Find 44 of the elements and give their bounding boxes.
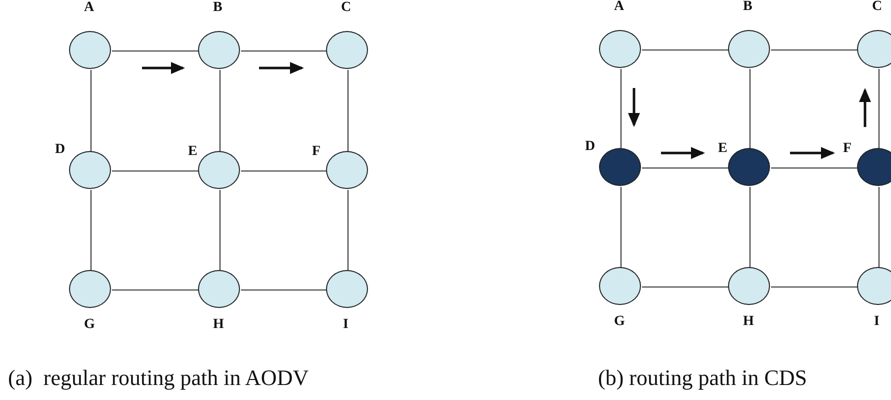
node-label: C — [872, 0, 882, 14]
node-label: H — [213, 318, 224, 332]
node-label: I — [874, 315, 880, 329]
node-label: G — [614, 315, 625, 329]
link-line — [620, 187, 622, 268]
link-line — [642, 286, 729, 288]
link-line — [749, 69, 751, 149]
link-line — [112, 50, 199, 52]
node-label: B — [213, 1, 222, 15]
figure-caption: (a) regular routing path in AODV — [8, 367, 309, 389]
link-line — [749, 187, 751, 268]
node-label: F — [843, 142, 852, 156]
node-label: E — [188, 145, 198, 159]
link-line — [620, 69, 622, 149]
link-line — [878, 187, 880, 268]
node-label: I — [343, 318, 348, 332]
link-line — [90, 190, 92, 271]
link-line — [219, 190, 221, 271]
link-line — [112, 170, 199, 172]
link-line — [347, 70, 349, 152]
node-label: A — [84, 1, 94, 15]
figure-caption: (b) routing path in CDS — [598, 367, 807, 389]
node-label: C — [341, 1, 352, 15]
node-label: H — [743, 315, 754, 329]
link-line — [241, 289, 327, 291]
link-line — [241, 170, 327, 172]
node-label: A — [614, 0, 624, 14]
node-label: D — [585, 140, 596, 154]
link-line — [241, 50, 327, 52]
link-line — [642, 49, 729, 51]
link-line — [112, 289, 199, 291]
link-line — [771, 49, 858, 51]
node-label: B — [743, 0, 752, 14]
node-label: D — [55, 143, 66, 157]
link-line — [347, 190, 349, 271]
link-line — [642, 167, 729, 169]
link-line — [219, 70, 221, 152]
link-line — [90, 70, 92, 152]
link-line — [878, 69, 880, 149]
node-label: E — [718, 142, 728, 156]
node-label: G — [84, 318, 95, 332]
link-line — [771, 286, 858, 288]
node-label: F — [312, 145, 321, 159]
link-line — [771, 167, 858, 169]
